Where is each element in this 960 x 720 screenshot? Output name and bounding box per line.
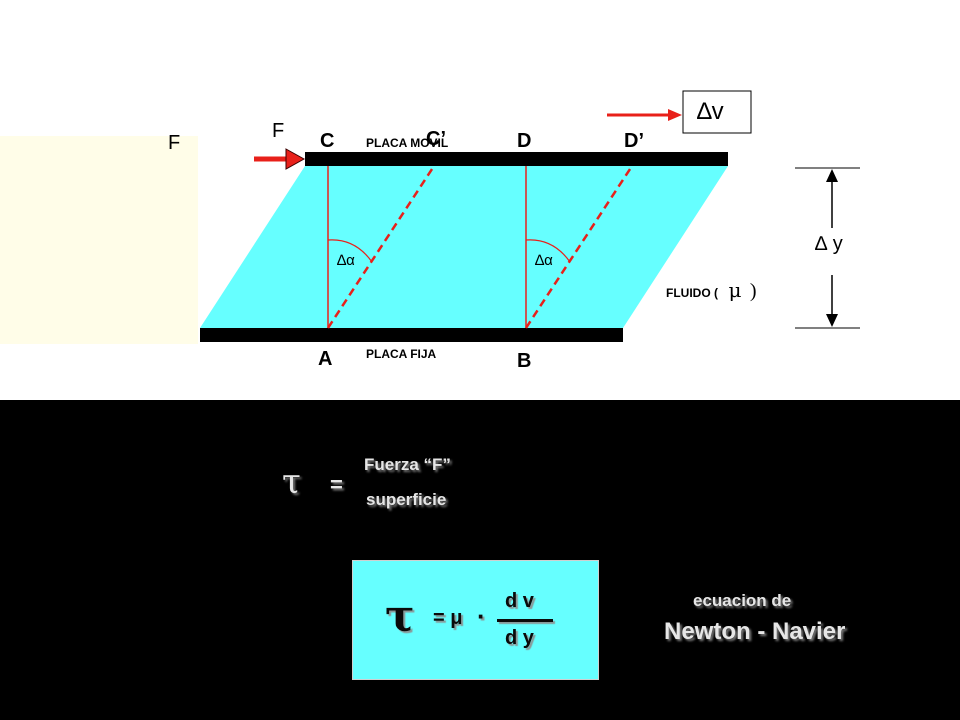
force-label: F <box>272 120 285 142</box>
line-a-c-prime <box>326 165 436 329</box>
equation-box: τ = μ · d v d y <box>352 560 599 680</box>
tau-symbol: τ <box>282 462 301 502</box>
point-c-prime-label: C’ <box>426 128 446 150</box>
fluid-region <box>200 166 728 328</box>
formula-numerator: Fuerza “F” <box>364 455 451 474</box>
point-b-label: B <box>517 350 532 372</box>
fluid-text: FLUIDO ( <box>666 286 718 300</box>
caption-line-1: ecuacion de <box>693 591 792 610</box>
point-a-label: A <box>318 348 333 370</box>
angle-arc-2 <box>525 239 571 263</box>
diagram-area: F F C PLACA MOVIL C’ D D’ ∆v ∆ y ∆α ∆α F… <box>0 90 860 372</box>
box-numerator: d v <box>505 590 534 612</box>
moving-plate-label: PLACA MOVIL <box>366 136 449 150</box>
formula-equals: = <box>330 472 343 497</box>
moving-plate <box>305 152 728 166</box>
fixed-plate <box>200 328 623 342</box>
fluid-label: FLUIDO ( μ ) <box>666 278 757 303</box>
angle-label-1: ∆α <box>337 252 355 269</box>
left-panel <box>0 136 198 344</box>
left-force-label: F <box>168 132 181 154</box>
caption-line-2: Newton - Navier <box>664 618 846 645</box>
delta-y-label: ∆ y <box>815 233 843 255</box>
angle-label-2: ∆α <box>535 252 553 269</box>
dim-arrow-up-icon <box>826 169 838 182</box>
box-dot: · <box>477 601 486 631</box>
delta-v-box <box>682 90 752 134</box>
point-c-label: C <box>320 130 335 152</box>
fraction-bar <box>497 619 553 622</box>
dim-arrow-down-icon <box>826 314 838 327</box>
point-d-label: D <box>517 130 532 152</box>
box-denominator: d y <box>505 627 534 649</box>
delta-v-label: ∆v <box>697 98 724 125</box>
fixed-plate-label: PLACA FIJA <box>366 347 437 361</box>
angle-arc-1 <box>327 239 373 263</box>
point-d-prime-label: D’ <box>624 130 644 152</box>
box-equals-mu: = μ <box>433 607 463 629</box>
line-b-d-prime <box>524 165 634 329</box>
couette-flow-diagram <box>0 90 860 344</box>
force-arrow-icon <box>285 148 306 170</box>
fluid-mu-symbol: μ <box>728 278 742 302</box>
fluid-close-paren: ) <box>749 280 757 302</box>
velocity-arrow-icon <box>668 109 682 121</box>
formula-denominator: superficie <box>366 490 447 509</box>
box-tau-symbol: τ <box>385 591 415 642</box>
